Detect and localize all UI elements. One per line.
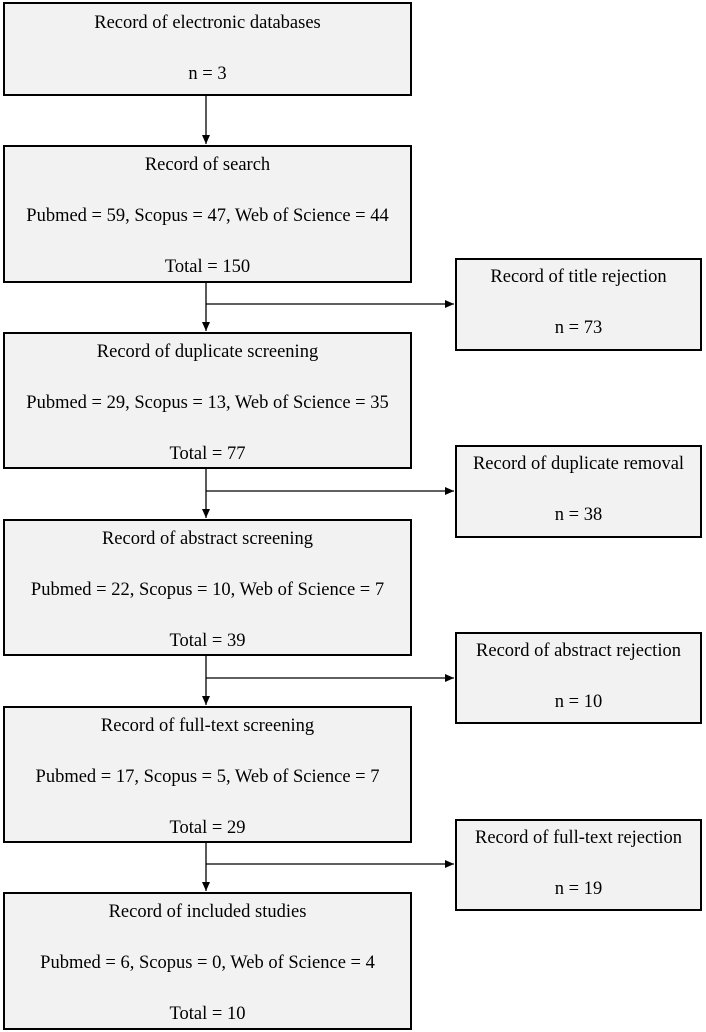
- box-count: n = 19: [554, 879, 603, 899]
- box-included-studies: Record of included studies Pubmed = 6, S…: [3, 892, 412, 1030]
- box-total: Total = 10: [169, 1004, 246, 1024]
- box-breakdown: Pubmed = 59, Scopus = 47, Web of Science…: [26, 206, 389, 226]
- box-title-rejection: Record of title rejection n = 73: [455, 258, 702, 351]
- box-electronic-databases: Record of electronic databases n = 3: [3, 2, 412, 96]
- box-total: Total = 77: [169, 444, 246, 464]
- box-title: Record of included studies: [108, 902, 307, 922]
- box-breakdown: Pubmed = 6, Scopus = 0, Web of Science =…: [40, 953, 375, 973]
- box-title: Record of duplicate screening: [96, 342, 319, 362]
- box-total: Total = 39: [169, 631, 246, 651]
- box-count: n = 38: [554, 505, 603, 525]
- box-total: Total = 150: [164, 257, 251, 277]
- box-fulltext-screening: Record of full-text screening Pubmed = 1…: [3, 706, 412, 843]
- box-abstract-rejection: Record of abstract rejection n = 10: [455, 632, 702, 724]
- box-count: n = 10: [554, 692, 603, 712]
- box-breakdown: Pubmed = 29, Scopus = 13, Web of Science…: [26, 393, 389, 413]
- box-duplicate-removal: Record of duplicate removal n = 38: [455, 445, 702, 538]
- box-duplicate-screening: Record of duplicate screening Pubmed = 2…: [3, 332, 412, 469]
- box-title: Record of duplicate removal: [472, 454, 685, 474]
- box-search: Record of search Pubmed = 59, Scopus = 4…: [3, 145, 412, 283]
- box-title: Record of abstract rejection: [476, 641, 681, 661]
- box-total: Total = 29: [169, 818, 246, 838]
- box-title: Record of abstract screening: [101, 529, 314, 549]
- box-title: Record of full-text screening: [100, 716, 315, 736]
- box-fulltext-rejection: Record of full-text rejection n = 19: [455, 819, 702, 911]
- box-title: Record of full-text rejection: [474, 828, 682, 848]
- box-count: n = 73: [554, 318, 603, 338]
- box-breakdown: Pubmed = 17, Scopus = 5, Web of Science …: [35, 767, 380, 787]
- box-count: n = 3: [188, 64, 227, 84]
- box-title: Record of search: [144, 155, 271, 175]
- box-breakdown: Pubmed = 22, Scopus = 10, Web of Science…: [30, 580, 385, 600]
- box-title: Record of electronic databases: [94, 13, 321, 33]
- box-title: Record of title rejection: [490, 267, 667, 287]
- box-abstract-screening: Record of abstract screening Pubmed = 22…: [3, 519, 412, 656]
